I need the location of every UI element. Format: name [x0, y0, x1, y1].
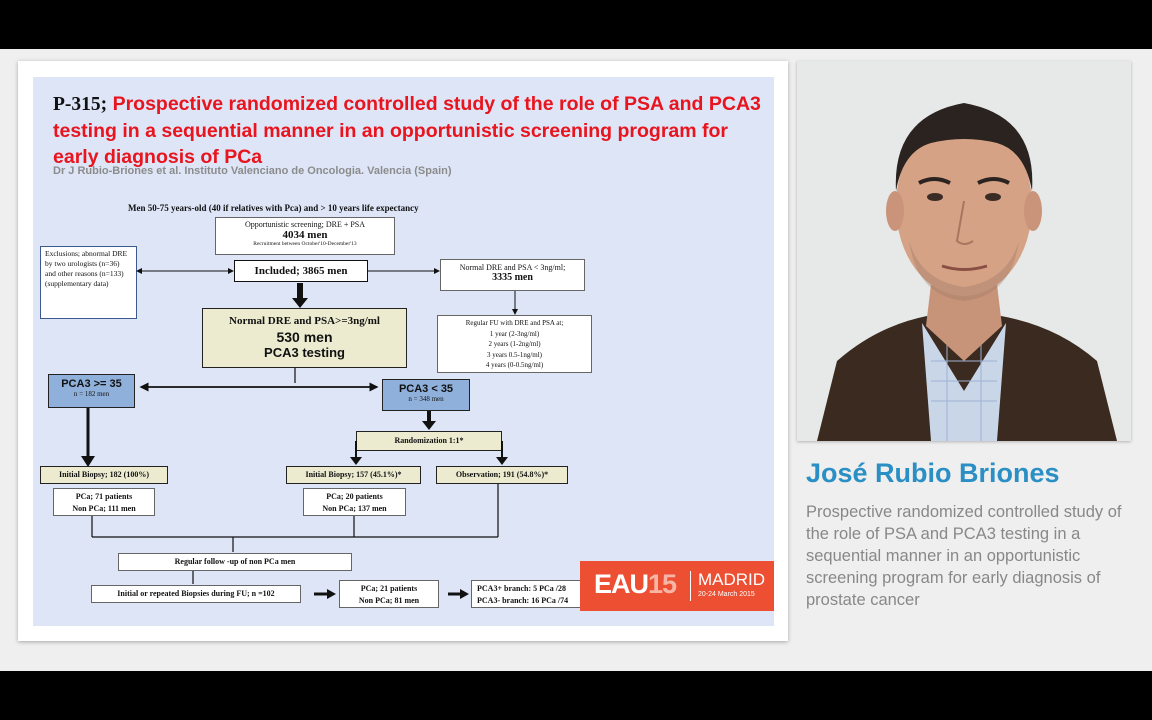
pca-mid-line: PCa; 20 patients — [326, 492, 383, 501]
eau15-logo: EAU15 MADRID 20-24 March 2015 — [580, 561, 774, 611]
regular-fu-line: 4 years (0-0.5ng/ml) — [485, 361, 544, 369]
speaker-description: Prospective randomized controlled study … — [806, 503, 1122, 609]
flowchart-header: Men 50-75 years-old (40 if relatives wit… — [128, 203, 419, 213]
initial-biopsy-mid: Initial Biopsy; 157 (45.1%)* — [286, 466, 421, 484]
pca3-low-box: PCA3 < 35 n = 348 men — [382, 379, 470, 411]
logo-dates: 20-24 March 2015 — [698, 591, 755, 598]
regular-fu-line: 3 years 0.5-1ng/ml) — [486, 350, 542, 359]
screening-label: Opportunistic screening; DRE + PSA — [244, 220, 366, 229]
normal-low-box: Normal DRE and PSA < 3ng/ml; 3335 men — [440, 259, 585, 291]
screening-recruitment: Recruitment between October'10-December'… — [253, 241, 357, 247]
logo-eau: EAU15 — [594, 569, 677, 600]
pca3-low-label: PCA3 < 35 — [398, 383, 454, 395]
arrow-head-bottom-1 — [327, 589, 336, 599]
slide-title: P-315; Prospective randomized controlled… — [53, 91, 768, 170]
pca-bottom-line: PCa; 21 patients — [360, 584, 418, 593]
slide-frame: P-315; Prospective randomized controlled… — [18, 61, 788, 641]
arrow-head-pca3-high — [81, 456, 95, 467]
video-stage: P-315; Prospective randomized controlled… — [0, 49, 1152, 671]
pca-bottom-line: Non PCa; 81 men — [358, 595, 420, 605]
exclusions-box: Exclusions; abnormal DRE by two urologis… — [40, 246, 137, 319]
slide-authors: Dr J Rubio-Briones et al. Instituto Vale… — [53, 165, 452, 177]
logo-city: MADRID — [698, 570, 766, 589]
arrow-head-bottom-2 — [460, 589, 469, 599]
pca3-high-label: PCA3 >= 35 — [61, 378, 122, 390]
pca-left-line: PCa; 71 patients — [75, 492, 133, 501]
normal-high-count: 530 men — [276, 329, 333, 345]
branch-line: PCA3+ branch: 5 PCa /28 — [477, 584, 566, 593]
pca-left-line: Non PCa; 111 men — [72, 503, 136, 513]
flowchart-connectors — [81, 268, 518, 599]
normal-low-label: Normal DRE and PSA < 3ng/ml; — [459, 263, 566, 272]
thick-arrow-head — [292, 298, 308, 308]
normal-low-count: 3335 men — [492, 272, 533, 283]
initial-biopsy-left: Initial Biopsy; 182 (100%) — [40, 466, 168, 484]
pca-mid-line: Non PCa; 137 men — [322, 503, 387, 513]
regular-fu-line: Regular FU with DRE and PSA at; — [465, 319, 564, 327]
normal-high-label: Normal DRE and PSA>=3ng/ml — [229, 315, 380, 327]
speaker-name: José Rubio Briones — [806, 458, 1060, 488]
slide: P-315; Prospective randomized controlled… — [33, 77, 774, 626]
pca3-low-n: n = 348 men — [408, 395, 444, 403]
included-box: Included; 3865 men — [234, 260, 368, 282]
branch-line: PCA3- branch: 16 PCa /74 — [477, 595, 569, 605]
speaker-photo — [797, 61, 1131, 441]
normal-high-box: Normal DRE and PSA>=3ng/ml 530 men PCA3 … — [202, 308, 407, 368]
arrow-head-pca3-low — [422, 421, 436, 430]
normal-high-test: PCA3 testing — [264, 345, 345, 360]
branch-box: PCA3+ branch: 5 PCa /28 PCA3- branch: 16… — [471, 580, 586, 608]
screening-count: 4034 men — [282, 229, 328, 241]
poster-code: P-315; — [53, 94, 108, 115]
screening-box: Opportunistic screening; DRE + PSA 4034 … — [215, 217, 395, 255]
pca-left-box: PCa; 71 patients Non PCa; 111 men — [53, 488, 155, 516]
arrow-head-rand-right — [496, 457, 508, 465]
pca-bottom-box: PCa; 21 patients Non PCa; 81 men — [339, 580, 439, 608]
repeated-biopsies-box: Initial or repeated Biopsies during FU; … — [91, 585, 301, 603]
speaker-portrait — [797, 61, 1131, 441]
arrow-head-rand-left — [350, 457, 362, 465]
observation-box: Observation; 191 (54.8%)* — [436, 466, 568, 484]
regular-fu-box: Regular FU with DRE and PSA at; 1 year (… — [437, 315, 592, 373]
pca3-high-n: n = 182 men — [73, 390, 110, 398]
regular-followup-box: Regular follow -up of non PCa men — [118, 553, 352, 571]
logo-eau-text: EAU — [594, 569, 649, 599]
pca3-high-box: PCA3 >= 35 n = 182 men — [48, 374, 135, 408]
logo-year: 15 — [648, 569, 677, 599]
pca-mid-box: PCa; 20 patients Non PCa; 137 men — [303, 488, 406, 516]
logo-separator — [690, 571, 691, 601]
title-text: Prospective randomized controlled study … — [53, 93, 761, 168]
regular-fu-line: 2 years (1-2ng/ml) — [488, 340, 541, 348]
regular-fu-line: 1 year (2-3ng/ml) — [489, 329, 540, 338]
